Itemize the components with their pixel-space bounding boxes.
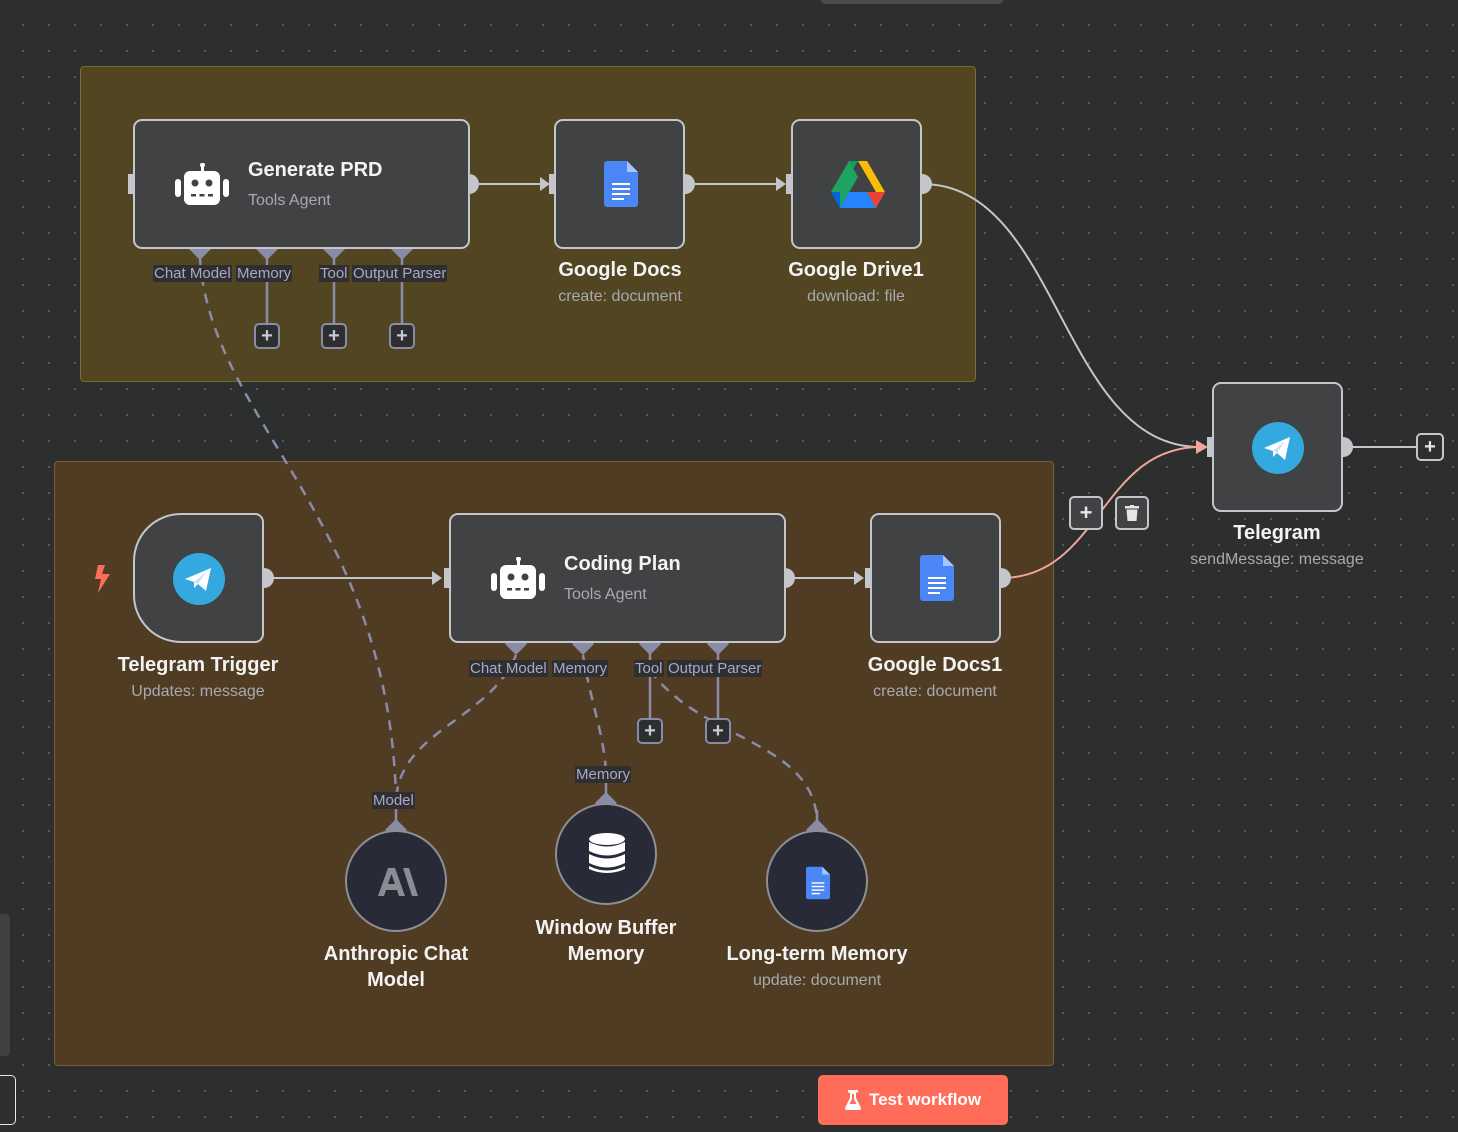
node-label: Long-term Memory update: document bbox=[726, 941, 907, 995]
google-drive-icon bbox=[831, 161, 885, 208]
robot-icon bbox=[175, 163, 229, 205]
telegram-icon bbox=[1252, 422, 1304, 474]
robot-icon bbox=[491, 557, 545, 599]
insert-node-on-connection-button[interactable]: + bbox=[1069, 496, 1103, 530]
top-toolbar-edge bbox=[820, 0, 1004, 4]
add-memory-button[interactable]: + bbox=[254, 323, 280, 349]
node-title: Telegram Trigger bbox=[117, 654, 279, 676]
test-workflow-button[interactable]: Test workflow bbox=[818, 1075, 1008, 1125]
node-title: Coding Plan bbox=[564, 553, 681, 575]
add-output-parser-button[interactable]: + bbox=[389, 323, 415, 349]
node-telegram-trigger[interactable] bbox=[133, 513, 264, 643]
node-title: Google Drive1 bbox=[788, 259, 924, 281]
node-title: Google Docs1 bbox=[867, 654, 1003, 676]
arrow-head bbox=[1196, 440, 1208, 454]
node-subtitle: create: document bbox=[558, 288, 682, 305]
port-label-memory: Memory bbox=[552, 660, 609, 677]
trash-icon bbox=[1125, 505, 1139, 521]
node-title-line1: Anthropic Chat bbox=[323, 943, 469, 965]
port-label-tool: Tool bbox=[319, 265, 349, 282]
node-window-buffer-memory[interactable] bbox=[555, 803, 657, 905]
node-subtitle: Tools Agent bbox=[564, 586, 647, 603]
add-tool-button[interactable]: + bbox=[321, 323, 347, 349]
node-title: Google Docs bbox=[558, 259, 682, 281]
add-output-parser-button[interactable]: + bbox=[705, 718, 731, 744]
node-subtitle: Tools Agent bbox=[248, 192, 331, 209]
node-label: Telegram sendMessage: message bbox=[1190, 520, 1363, 574]
port-label-memory: Memory bbox=[575, 766, 632, 783]
side-panel-handle[interactable] bbox=[0, 914, 10, 1056]
add-node-after-telegram-button[interactable]: + bbox=[1416, 433, 1444, 461]
node-label: Anthropic Chat Model bbox=[324, 941, 468, 993]
google-docs-icon bbox=[920, 555, 954, 601]
trigger-bolt-icon bbox=[95, 565, 110, 593]
node-title-line1: Window Buffer bbox=[535, 917, 677, 939]
port-label-chat-model: Chat Model bbox=[153, 265, 232, 282]
node-subtitle: Updates: message bbox=[131, 683, 265, 700]
zoom-controls-edge[interactable] bbox=[0, 1075, 16, 1125]
database-icon bbox=[589, 833, 625, 873]
port-label-model: Model bbox=[372, 792, 415, 809]
node-title-line2: Model bbox=[367, 969, 425, 991]
node-title: Generate PRD bbox=[248, 159, 383, 181]
node-google-docs1[interactable] bbox=[870, 513, 1001, 643]
node-telegram[interactable] bbox=[1212, 382, 1343, 512]
node-subtitle: sendMessage: message bbox=[1190, 551, 1364, 568]
node-subtitle: update: document bbox=[752, 972, 882, 989]
node-generate-prd[interactable]: Generate PRD Tools Agent bbox=[133, 119, 470, 249]
node-subtitle: download: file bbox=[807, 288, 905, 305]
node-label: Google Drive1 download: file bbox=[788, 257, 924, 311]
flask-icon bbox=[844, 1090, 861, 1110]
google-docs-icon bbox=[604, 161, 638, 207]
node-title: Long-term Memory bbox=[726, 943, 908, 965]
port-label-tool: Tool bbox=[634, 660, 664, 677]
node-google-docs[interactable] bbox=[554, 119, 685, 249]
node-google-drive1[interactable] bbox=[791, 119, 922, 249]
node-label: Google Docs create: document bbox=[558, 257, 682, 311]
test-workflow-label: Test workflow bbox=[868, 1090, 982, 1109]
port-label-chat-model: Chat Model bbox=[469, 660, 548, 677]
node-long-term-memory[interactable] bbox=[766, 830, 868, 932]
node-label: Telegram Trigger Updates: message bbox=[118, 652, 279, 706]
port-label-output-parser: Output Parser bbox=[667, 660, 763, 677]
port-label-memory: Memory bbox=[236, 265, 293, 282]
node-title-line2: Memory bbox=[567, 943, 645, 965]
telegram-icon bbox=[173, 553, 225, 605]
anthropic-icon bbox=[378, 868, 418, 896]
node-subtitle: create: document bbox=[873, 683, 997, 700]
node-anthropic-chat-model[interactable] bbox=[345, 830, 447, 932]
node-label: Google Docs1 create: document bbox=[868, 652, 1002, 706]
google-docs-icon bbox=[806, 866, 830, 900]
node-coding-plan[interactable]: Coding Plan Tools Agent bbox=[449, 513, 786, 643]
add-tool-button[interactable]: + bbox=[637, 718, 663, 744]
node-title: Telegram bbox=[1233, 522, 1321, 544]
port-label-output-parser: Output Parser bbox=[352, 265, 448, 282]
node-label: Window Buffer Memory bbox=[536, 915, 677, 967]
delete-connection-button[interactable] bbox=[1115, 496, 1149, 530]
